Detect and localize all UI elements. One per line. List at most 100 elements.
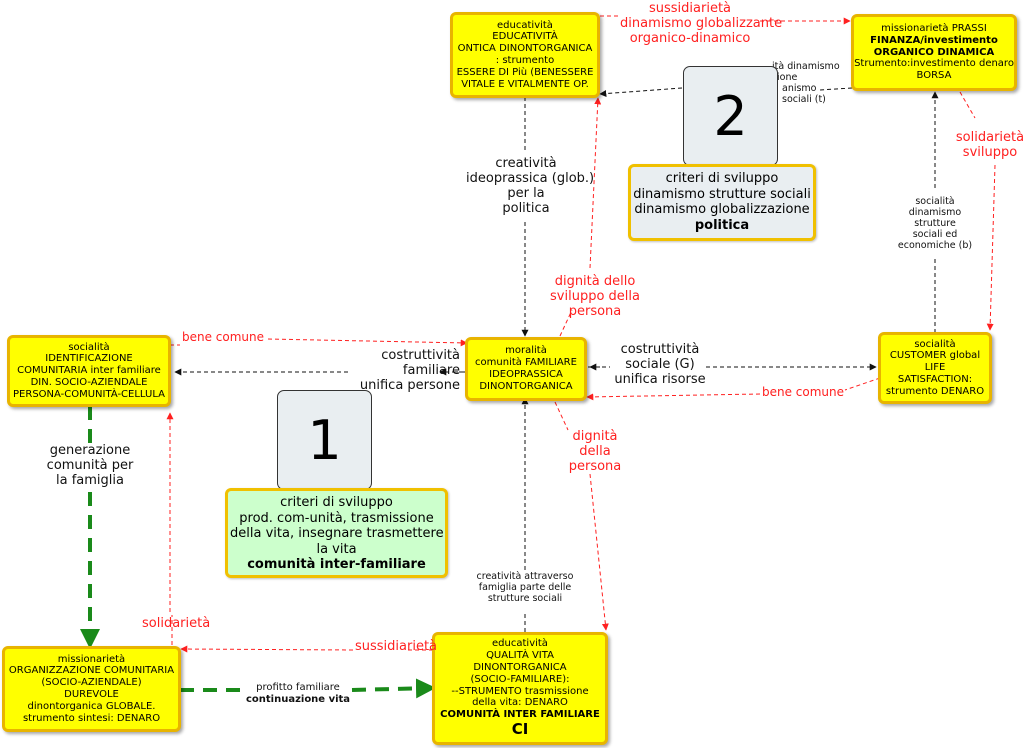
label-line: dinamismo globalizzante [620,15,783,31]
label-line: profitto familiare [256,682,340,693]
tab-number-2: 2 [683,66,778,166]
label-profitto: profitto familiare continuazione vita [242,682,354,705]
node-line: comunità FAMILIARE [475,357,577,369]
label-line: per la [507,185,545,201]
node-line: strumento DENARO [885,385,985,397]
node-moralita: moralità comunità FAMILIARE IDEOPRASSICA… [465,337,587,401]
label-dignita-persona: dignità della persona [560,429,630,475]
label-line: persona [568,303,622,319]
node-line: DINONTORGANICA [473,661,567,673]
label-line: unifica risorse [614,371,706,387]
node-missionarieta-top: missionarietà PRASSI FINANZA/investiment… [851,14,1017,91]
node-socialita-right: socialità CUSTOMER global LIFE SATISFACT… [878,332,992,404]
node-line: COMUNITARIA inter familiare [17,365,161,377]
label-line: dignità dello [554,274,636,289]
label-line: zione [772,71,798,83]
label-line: strutture [914,217,956,229]
label-line: anismo [782,82,817,94]
label-creativita-famiglia: creatività attraverso famiglia parte del… [465,571,585,605]
criteria-line: criteri di sviluppo [665,171,779,186]
label-line: solidarietà [955,130,1024,145]
node-line: IDENTIFICAZIONE [45,353,133,365]
node-line: BORSA [916,70,952,82]
node-line: strumento sintesi: DENARO [22,712,161,724]
label-line-bold: continuazione vita [245,693,351,705]
label-solidarieta-sviluppo: solidarietà sviluppo [950,130,1024,161]
node-line: CUSTOMER global [889,350,981,362]
node-line: DINONTORGANICA [479,380,573,392]
node-line: dinontorganica GLOBALE. [27,700,156,712]
label-overlap-hidden: ità dinamismo zione anismo sociali (t) [728,61,840,106]
node-line: IDEOPRASSICA [489,369,563,380]
label-bene-comune-right: bene comune [762,385,845,399]
edge-miss-top-to-social-right [959,91,995,330]
label-line: sviluppo [962,144,1018,160]
node-line: della vita: DENARO [472,697,568,709]
criteria-box-comunita: criteri di sviluppo prod. com-unità, tra… [225,488,448,578]
label-line: familiare [402,362,460,378]
label-sussidiarieta-top: sussidiarietà dinamismo globalizzante or… [620,1,783,47]
node-line: missionarietà [57,653,126,665]
label-line: sociali ed [912,228,958,240]
node-line: ESSERE DI Più (BENESSERE [456,66,594,78]
node-line: SATISFACTION: [897,373,973,385]
label-line: la famiglia [56,472,124,488]
criteria-line: della vita, insegnare trasmettere [230,526,444,542]
edge-morality-to-educ-bottom [554,401,606,630]
edge-educ-bottom-to-miss-bottom [181,649,433,650]
node-line: socialità [68,341,110,353]
criteria-line: prod. com-unità, trasmissione [239,510,434,526]
label-line: sussidiarietà [648,1,732,16]
node-line: --STRUMENTO trasmissione [451,685,589,697]
label-line: generazione [49,443,131,458]
node-line: educatività [497,19,553,31]
node-line: VITALE E VITALMENTE OP. [461,78,589,90]
node-line: missionarietà PRASSI [881,23,987,34]
label-generazione: generazione comunità per la famiglia [40,443,140,489]
label-line: persona [568,458,622,474]
node-missionarieta-bottom: missionarietà ORGANIZZAZIONE COMUNITARIA… [2,646,181,732]
label-line: strutture sociali [487,592,563,604]
node-educativita-top: educatività EDUCATIVITÀ ONTICA DINONTORG… [450,12,600,98]
node-line: (SOCIO-AZIENDALE) [41,677,142,689]
label-line: creatività [495,156,557,171]
node-line: moralità [505,345,547,357]
node-line-bold: FINANZA/investimento [870,34,998,46]
node-line: educatività [492,638,548,650]
criteria-line: criteri di sviluppo [280,495,393,510]
node-line: QUALITÀ VITA [486,650,554,662]
node-line: ORGANIZZAZIONE COMUNITARIA [8,665,175,677]
edge-social-right-to-morality [587,377,881,397]
label-line: politica [502,200,550,216]
node-line: (SOCIO-FAMILIARE): [470,673,570,685]
label-line: dinamismo [908,206,962,218]
label-socialita-dinamismo: socialità dinamismo strutture sociali ed… [890,196,980,252]
label-line: costruttività [620,342,700,357]
criteria-bold: politica [694,217,750,233]
edge-morality-to-educ-top [559,98,598,337]
label-line: creatività attraverso [476,571,574,582]
label-line: comunità per [46,457,134,473]
label-line: sociali (t) [782,93,826,105]
node-line: socialità [914,338,956,350]
label-line: sociale (G) [625,356,695,372]
node-line: ONTICA DINONTORGANICA [457,43,593,55]
criteria-line: la vita [316,541,357,557]
label-solidarieta-left: solidarietà [142,616,211,631]
label-line: famiglia parte delle [478,581,572,593]
edge-miss-bottom-to-social-left [170,413,172,645]
node-line-big: CI [511,719,529,738]
node-line: LIFE [924,362,946,374]
node-socialita-left: socialità IDENTIFICAZIONE COMUNITARIA in… [7,335,171,407]
edge-educ-top-to-miss-top [600,16,850,21]
label-line: economiche (b) [897,239,973,251]
node-line-bold: COMUNITÀ INTER FAMILIARE [440,709,600,721]
tab-number-1: 1 [277,390,372,490]
criteria-box-politica: criteri di sviluppo dinamismo strutture … [628,164,816,241]
label-line: dignità [572,429,618,444]
label-line: sviluppo della [550,288,640,304]
edge-miss-bottom-to-educ-bottom [180,688,432,690]
node-educativita-bottom: educatività QUALITÀ VITA DINONTORGANICA … [432,632,608,745]
label-dignita-sviluppo: dignità dello sviluppo della persona [545,274,645,320]
